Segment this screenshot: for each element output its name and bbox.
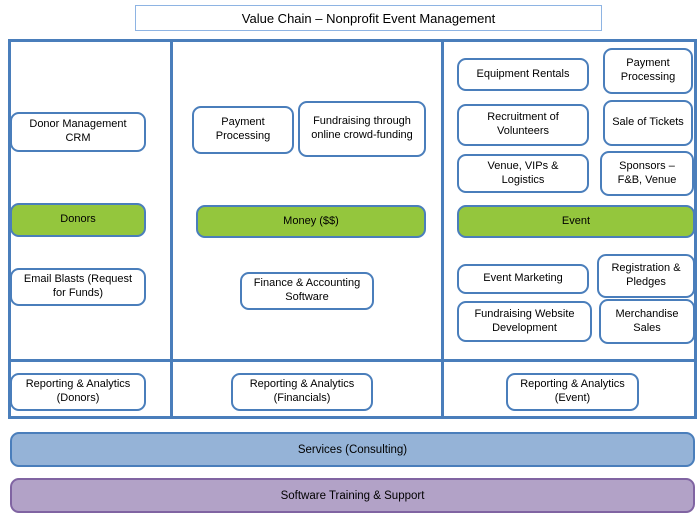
box-equipment-rentals: Equipment Rentals xyxy=(457,58,589,91)
box-email-blasts: Email Blasts (Request for Funds) xyxy=(10,268,146,306)
box-money: Money ($$) xyxy=(196,205,426,238)
border-right xyxy=(694,39,697,419)
box-crowdfunding: Fundraising through online crowd-funding xyxy=(298,101,426,157)
box-donor-management-crm: Donor Management CRM xyxy=(10,112,146,152)
box-recruitment-volunteers: Recruitment of Volunteers xyxy=(457,104,589,146)
box-event-marketing: Event Marketing xyxy=(457,264,589,294)
divider-top xyxy=(8,39,697,42)
box-sponsors: Sponsors – F&B, Venue xyxy=(600,151,694,196)
diagram-title: Value Chain – Nonprofit Event Management xyxy=(241,10,496,26)
box-payment-processing-money: Payment Processing xyxy=(192,106,294,154)
box-fundraising-website: Fundraising Website Development xyxy=(457,301,592,342)
divider-col-1 xyxy=(170,39,173,419)
box-venue-vips-logistics: Venue, VIPs & Logistics xyxy=(457,154,589,193)
box-sale-of-tickets: Sale of Tickets xyxy=(603,100,693,146)
diagram-title-box: Value Chain – Nonprofit Event Management xyxy=(135,5,602,31)
divider-col-2 xyxy=(441,39,444,419)
divider-bottom xyxy=(8,416,697,419)
box-event: Event xyxy=(457,205,695,238)
box-finance-accounting: Finance & Accounting Software xyxy=(240,272,374,310)
box-reporting-donors: Reporting & Analytics (Donors) xyxy=(10,373,146,411)
box-merchandise-sales: Merchandise Sales xyxy=(599,299,695,344)
border-left xyxy=(8,39,11,419)
box-registration-pledges: Registration & Pledges xyxy=(597,254,695,298)
box-reporting-event: Reporting & Analytics (Event) xyxy=(506,373,639,411)
box-payment-processing-event: Payment Processing xyxy=(603,48,693,94)
bar-software-training-support: Software Training & Support xyxy=(10,478,695,513)
box-donors: Donors xyxy=(10,203,146,237)
bar-services-consulting: Services (Consulting) xyxy=(10,432,695,467)
box-reporting-financials: Reporting & Analytics (Financials) xyxy=(231,373,373,411)
divider-middle xyxy=(8,359,697,362)
